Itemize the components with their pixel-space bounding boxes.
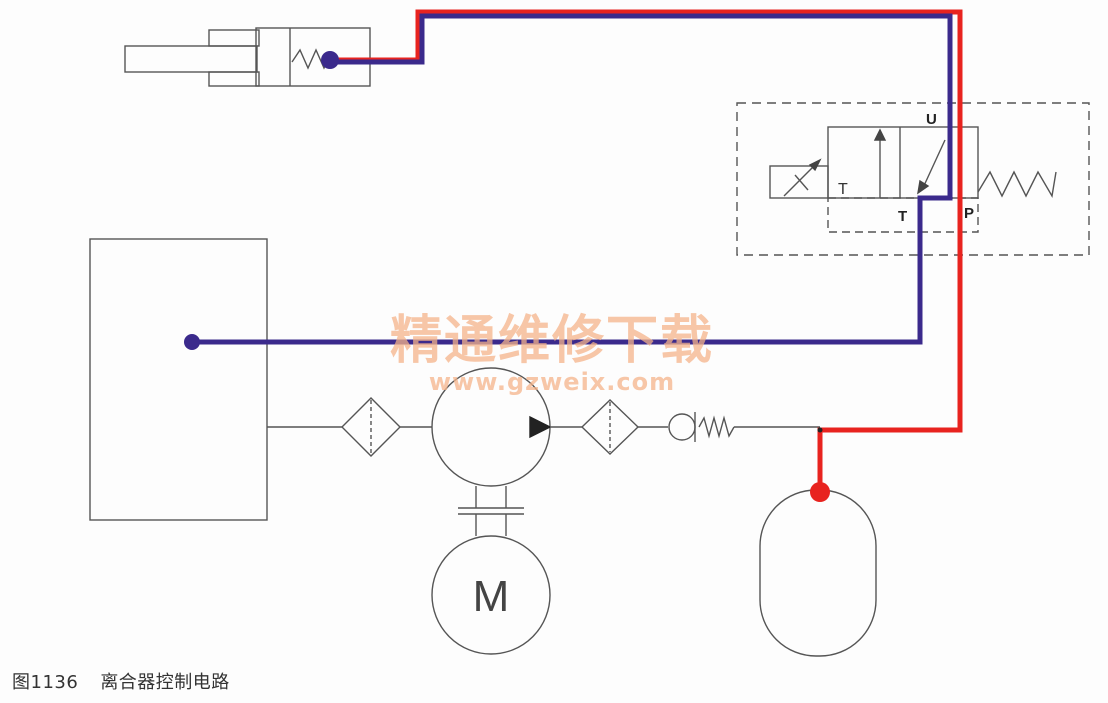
cylinder-port-dot bbox=[321, 51, 339, 69]
clutch-cylinder bbox=[124, 27, 371, 87]
pressure-line bbox=[332, 9, 963, 492]
cylinder-cap-top bbox=[208, 29, 260, 47]
watermark-url: www.gzweix.com bbox=[429, 368, 675, 396]
watermark-title: 精通维修下载 bbox=[390, 311, 714, 371]
pump-motor-coupling bbox=[458, 486, 524, 536]
valve-inner-t-label: T bbox=[838, 181, 848, 198]
valve-port-t-label: T bbox=[898, 208, 907, 225]
solenoid-actuator-icon bbox=[769, 158, 829, 199]
valve-port-u-label: U bbox=[926, 111, 937, 128]
valve-enclosure-outline bbox=[736, 102, 1090, 256]
motor-label: M bbox=[473, 572, 510, 621]
reservoir-tank bbox=[89, 238, 268, 521]
accumulator-port-dot bbox=[810, 482, 830, 502]
check-valve-icon bbox=[668, 412, 735, 442]
valve-port-p-label: P bbox=[964, 205, 974, 222]
cylinder-cap-bottom bbox=[208, 71, 260, 87]
valve-body bbox=[827, 126, 979, 199]
suction-filter-icon bbox=[341, 397, 401, 457]
accumulator-icon bbox=[759, 489, 877, 657]
cylinder-body bbox=[255, 27, 371, 87]
tank-return-port-dot bbox=[184, 334, 200, 350]
cylinder-piston-rod bbox=[124, 45, 258, 73]
hydraulic-pump-icon bbox=[431, 367, 552, 487]
figure-caption: 图1136 离合器控制电路 bbox=[12, 668, 230, 694]
valve-return-spring-icon bbox=[977, 170, 1057, 199]
pressure-filter-icon bbox=[580, 399, 640, 455]
electric-motor-icon bbox=[431, 535, 551, 655]
line-junction-dot bbox=[817, 427, 823, 433]
figure-number: 图1136 bbox=[12, 672, 79, 693]
return-line bbox=[192, 13, 953, 345]
valve-inner-dashed-box bbox=[827, 197, 979, 233]
valve-flow-arrow-diagonal-icon bbox=[921, 139, 946, 191]
figure-title: 离合器控制电路 bbox=[100, 672, 230, 693]
